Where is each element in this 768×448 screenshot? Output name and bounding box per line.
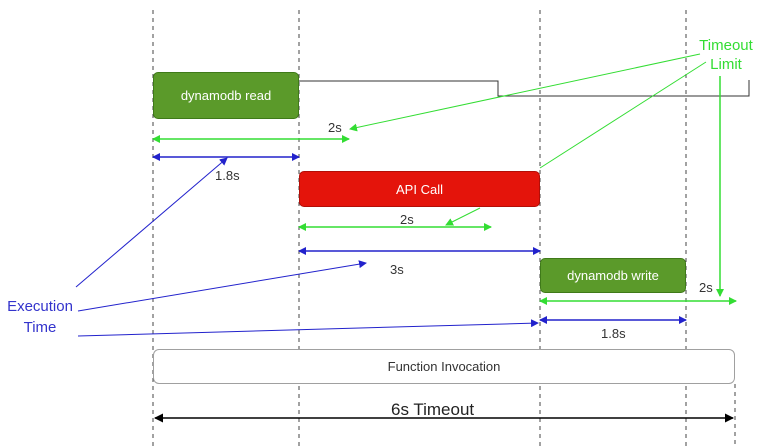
api-call-box: API Call [299, 171, 540, 207]
read-connector [240, 80, 750, 97]
write-timeout-label: 2s [699, 280, 713, 295]
timeout-pointer-read [349, 53, 701, 132]
api-call-label: API Call [396, 181, 443, 197]
function-invocation-box: Function Invocation [153, 349, 735, 384]
api-timeout-label: 2s [400, 212, 414, 227]
execution-time-label: Execution Time [0, 296, 80, 338]
exec-pointer-write [77, 319, 539, 337]
write-exec-label: 1.8s [601, 326, 626, 341]
exec-pointer-api [77, 260, 367, 312]
execution-time-line2: Time [23, 319, 57, 336]
timeout-limit-line1: Timeout [699, 37, 753, 54]
read-timeout-label: 2s [328, 120, 342, 135]
execution-time-line1: Execution [7, 298, 73, 315]
dynamodb-write-label: dynamodb write [567, 268, 659, 283]
function-invocation-label: Function Invocation [387, 359, 501, 374]
dynamodb-read-box: dynamodb read [153, 72, 299, 119]
dynamodb-write-box: dynamodb write [540, 258, 686, 293]
timeout-pointer-api-lower [445, 207, 481, 226]
timeout-limit-label: Timeout Limit [695, 36, 757, 74]
timeout-limit-line2: Limit [710, 56, 742, 73]
exec-pointer-read [75, 157, 228, 288]
total-timeout-label: 6s Timeout [391, 400, 475, 419]
api-exec-label: 3s [390, 262, 404, 277]
timeout-pointer-api-upper [539, 61, 707, 169]
dynamodb-read-label: dynamodb read [180, 88, 272, 103]
read-exec-label: 1.8s [215, 168, 240, 183]
